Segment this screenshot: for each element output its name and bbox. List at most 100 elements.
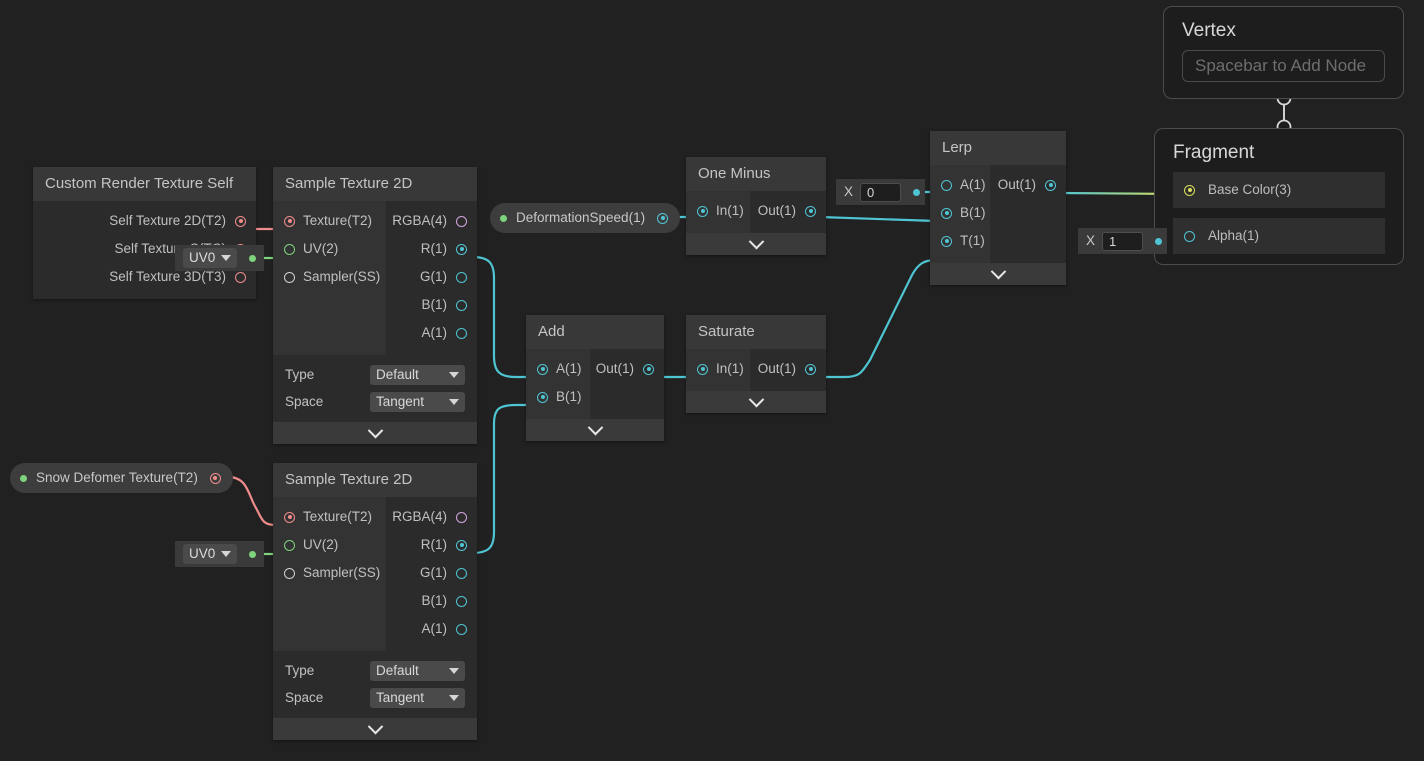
- port-row-uv[interactable]: UV(2): [273, 235, 386, 263]
- input-port-icon[interactable]: [941, 179, 952, 191]
- value-input[interactable]: 1: [1102, 231, 1144, 251]
- block-alpha[interactable]: Alpha(1): [1173, 218, 1385, 254]
- port-row-out[interactable]: Out(1): [990, 171, 1066, 199]
- node-collapse-toggle[interactable]: [686, 391, 826, 413]
- output-port-icon[interactable]: [456, 567, 467, 579]
- input-port-icon[interactable]: [284, 511, 295, 523]
- input-port-icon[interactable]: [941, 235, 952, 247]
- property-output-port[interactable]: [657, 212, 669, 224]
- setting-row-space[interactable]: Space Tangent: [273, 684, 477, 711]
- port-row-a[interactable]: A(1): [386, 615, 477, 643]
- input-port-icon[interactable]: [697, 363, 708, 375]
- port-row-b[interactable]: B(1): [386, 291, 477, 319]
- output-port-icon[interactable]: [235, 215, 246, 227]
- output-port-icon[interactable]: [456, 215, 467, 227]
- node-collapse-toggle[interactable]: [273, 718, 477, 740]
- input-port-icon[interactable]: [284, 271, 295, 283]
- port-row-r[interactable]: R(1): [386, 531, 477, 559]
- master-stack-fragment[interactable]: Fragment Base Color(3) Alpha(1): [1154, 128, 1404, 265]
- input-port-icon[interactable]: [284, 539, 295, 551]
- uv-dropdown-bottom[interactable]: UV0: [183, 544, 238, 564]
- output-port-icon[interactable]: [456, 327, 467, 339]
- input-port-icon[interactable]: [537, 363, 548, 375]
- value-input[interactable]: 0: [860, 182, 902, 202]
- input-port-icon[interactable]: [284, 567, 295, 579]
- port-row-uv[interactable]: UV(2): [273, 531, 386, 559]
- port-row-r[interactable]: R(1): [386, 235, 477, 263]
- output-port-icon[interactable]: [456, 299, 467, 311]
- vertex-add-node-hint[interactable]: Spacebar to Add Node: [1182, 50, 1385, 82]
- input-port-icon[interactable]: [941, 207, 952, 219]
- uv-slot-port[interactable]: [249, 254, 257, 262]
- port-row-sampler[interactable]: Sampler(SS): [273, 559, 386, 587]
- node-sample-texture-2d-top[interactable]: Sample Texture 2D Texture(T2) UV(2) Samp…: [273, 167, 477, 444]
- port-row-self-texture-3d[interactable]: Self Texture 3D(T3): [33, 263, 256, 291]
- port-row-g[interactable]: G(1): [386, 263, 477, 291]
- input-port-icon[interactable]: [697, 205, 708, 217]
- node-lerp[interactable]: Lerp A(1) B(1) T(1) Out(1): [930, 131, 1066, 285]
- output-port-icon[interactable]: [1045, 179, 1056, 191]
- node-one-minus[interactable]: One Minus In(1) Out(1): [686, 157, 826, 255]
- master-stack-vertex[interactable]: Vertex Spacebar to Add Node: [1163, 6, 1404, 99]
- port-row-rgba[interactable]: RGBA(4): [386, 207, 477, 235]
- port-row-a[interactable]: A(1): [930, 171, 990, 199]
- port-row-sampler[interactable]: Sampler(SS): [273, 263, 386, 291]
- block-input-port[interactable]: [1184, 230, 1195, 242]
- port-row-out[interactable]: Out(1): [750, 197, 826, 225]
- input-port-icon[interactable]: [284, 215, 295, 227]
- port-row-rgba[interactable]: RGBA(4): [386, 503, 477, 531]
- output-port-icon[interactable]: [235, 271, 246, 283]
- uv-slot-port[interactable]: [249, 550, 257, 558]
- output-port-icon[interactable]: [456, 539, 467, 551]
- output-port-icon[interactable]: [805, 205, 816, 217]
- input-port-icon[interactable]: [284, 243, 295, 255]
- port-row-b[interactable]: B(1): [526, 383, 590, 411]
- node-collapse-toggle[interactable]: [930, 263, 1066, 285]
- property-output-port[interactable]: [209, 472, 221, 484]
- property-snow-deformer-texture[interactable]: Snow Defomer Texture(T2): [10, 463, 233, 493]
- output-port-icon[interactable]: [456, 511, 467, 523]
- type-dropdown[interactable]: Default: [370, 364, 465, 385]
- value-slot-lerp-a[interactable]: X 0: [836, 179, 926, 205]
- value-slot-port[interactable]: [913, 188, 921, 196]
- port-row-self-texture-2d[interactable]: Self Texture 2D(T2): [33, 207, 256, 235]
- node-collapse-toggle[interactable]: [686, 233, 826, 255]
- output-port-icon[interactable]: [456, 595, 467, 607]
- space-dropdown[interactable]: Tangent: [370, 391, 465, 412]
- output-port-icon[interactable]: [805, 363, 816, 375]
- port-row-b[interactable]: B(1): [930, 199, 990, 227]
- value-slot-alpha[interactable]: X 1: [1078, 228, 1168, 254]
- output-port-icon[interactable]: [643, 363, 654, 375]
- value-slot-port[interactable]: [1155, 237, 1163, 245]
- port-row-in[interactable]: In(1): [686, 197, 750, 225]
- block-base-color[interactable]: Base Color(3): [1173, 172, 1385, 208]
- type-dropdown[interactable]: Default: [370, 660, 465, 681]
- node-sample-texture-2d-bottom[interactable]: Sample Texture 2D Texture(T2) UV(2) Samp…: [273, 463, 477, 740]
- input-port-icon[interactable]: [537, 391, 548, 403]
- setting-row-space[interactable]: Space Tangent: [273, 388, 477, 415]
- output-port-icon[interactable]: [456, 271, 467, 283]
- uv-slot-bottom[interactable]: UV0: [175, 541, 265, 567]
- setting-row-type[interactable]: Type Default: [273, 361, 477, 388]
- space-dropdown[interactable]: Tangent: [370, 687, 465, 708]
- node-collapse-toggle[interactable]: [526, 419, 664, 441]
- port-row-texture[interactable]: Texture(T2): [273, 503, 386, 531]
- port-row-out[interactable]: Out(1): [750, 355, 826, 383]
- port-row-texture[interactable]: Texture(T2): [273, 207, 386, 235]
- uv-slot-top[interactable]: UV0: [175, 245, 265, 271]
- port-row-in[interactable]: In(1): [686, 355, 750, 383]
- node-add[interactable]: Add A(1) B(1) Out(1): [526, 315, 664, 441]
- port-row-g[interactable]: G(1): [386, 559, 477, 587]
- output-port-icon[interactable]: [456, 243, 467, 255]
- port-row-a[interactable]: A(1): [386, 319, 477, 347]
- port-row-a[interactable]: A(1): [526, 355, 590, 383]
- uv-dropdown-top[interactable]: UV0: [183, 248, 238, 268]
- property-deformation-speed[interactable]: DeformationSpeed(1): [490, 203, 681, 233]
- node-custom-render-texture-self[interactable]: Custom Render Texture Self Self Texture …: [33, 167, 256, 299]
- port-row-b[interactable]: B(1): [386, 587, 477, 615]
- node-saturate[interactable]: Saturate In(1) Out(1): [686, 315, 826, 413]
- block-input-port[interactable]: [1184, 184, 1195, 196]
- port-row-out[interactable]: Out(1): [590, 355, 664, 383]
- port-row-t[interactable]: T(1): [930, 227, 990, 255]
